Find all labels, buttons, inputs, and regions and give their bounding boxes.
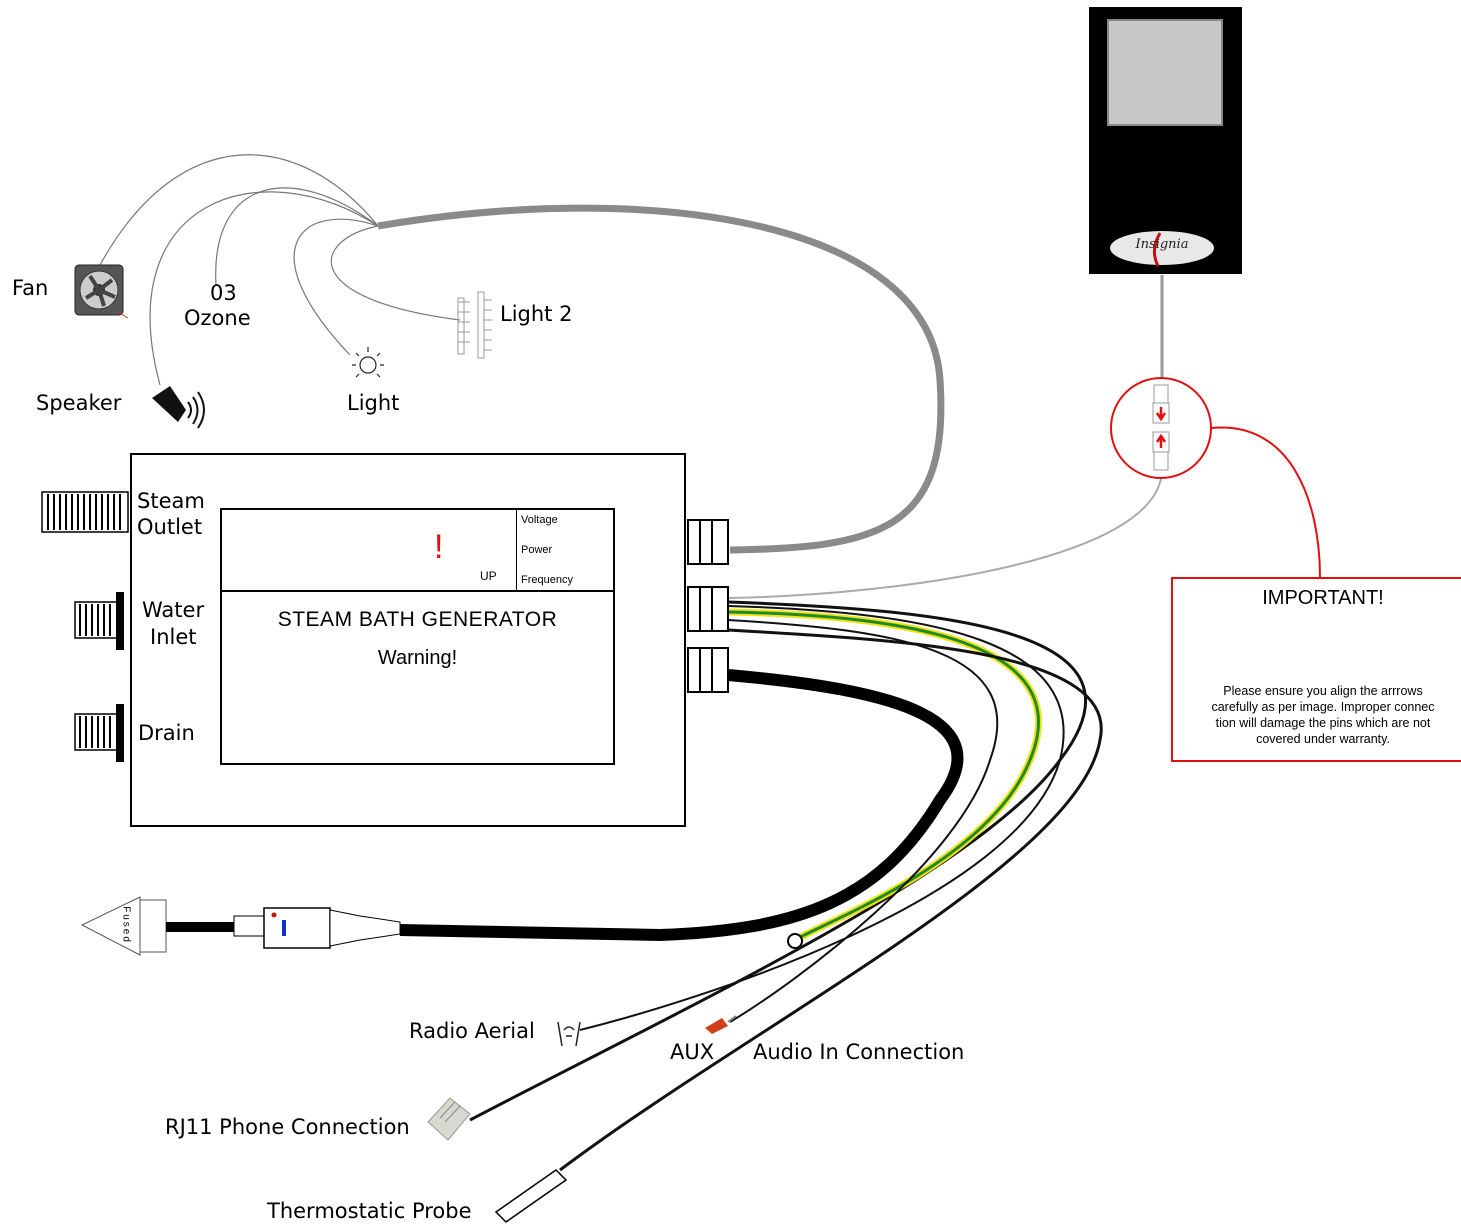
accessory-wires (99, 154, 461, 386)
voltage-label: Voltage (521, 514, 558, 526)
generator-title: STEAM BATH GENERATOR (277, 608, 558, 631)
thermo-probe-label: Thermostatic Probe (267, 1199, 472, 1223)
mains-plug (80, 896, 401, 956)
rj11-plug-icon (427, 1097, 471, 1141)
inline-connector (1110, 377, 1321, 578)
water-inlet-label-1: Water (142, 598, 205, 622)
fan-label: Fan (12, 276, 49, 300)
radio-aerial-icon (557, 1021, 581, 1047)
power-label: Power (521, 544, 553, 556)
exclamation-icon: ! (434, 528, 444, 566)
thermo-probe-icon (494, 1169, 568, 1223)
drain-connector (74, 704, 124, 762)
audio-in-label: Audio In Connection (753, 1040, 965, 1064)
important-text: Please ensure you align the arrrows care… (1211, 684, 1435, 746)
panel-divider (222, 590, 613, 592)
aux-label: AUX (670, 1040, 715, 1064)
accessory-main-cable (377, 204, 945, 554)
rj11-label: RJ11 Phone Connection (165, 1115, 410, 1139)
earth-ring-terminal (787, 933, 803, 949)
frequency-label: Frequency (521, 574, 573, 586)
steam-outlet-label-1: Steam (137, 489, 205, 513)
ozone-label: Ozone (184, 306, 251, 330)
controller-unit (1089, 7, 1242, 274)
rating-column: Voltage Power Frequency (516, 510, 614, 590)
fan-icon (74, 264, 129, 319)
controller-brand: Insignia (1135, 237, 1189, 252)
steam-outlet-label-2: Outlet (137, 515, 203, 539)
light-label: Light (347, 391, 400, 415)
light-bulb-icon (352, 347, 384, 378)
light-strip-icon (457, 291, 492, 359)
water-inlet-connector (74, 592, 124, 650)
up-label: UP (480, 569, 497, 583)
output-cables (399, 600, 1103, 1172)
steam-outlet-connector (41, 491, 129, 533)
water-inlet-label-2: Inlet (150, 625, 197, 649)
radio-aerial-label: Radio Aerial (409, 1019, 535, 1043)
cable-glands (687, 519, 729, 693)
drain-label: Drain (138, 721, 195, 745)
aux-jack-icon (705, 1015, 737, 1034)
fused-label: Fused (120, 906, 132, 944)
controller-cable-lower (727, 469, 1163, 599)
light2-label: Light 2 (500, 302, 573, 326)
speaker-icon (152, 386, 205, 429)
speaker-label: Speaker (36, 391, 122, 415)
important-notice: IMPORTANT! Please ensure you align the a… (1171, 577, 1461, 762)
warning-panel: Voltage Power Frequency UP ! STEAM BATH … (220, 508, 615, 765)
warning-text: Warning! (377, 647, 458, 669)
important-title: IMPORTANT! (1262, 587, 1384, 609)
ozone-symbol: 03 (210, 281, 237, 305)
